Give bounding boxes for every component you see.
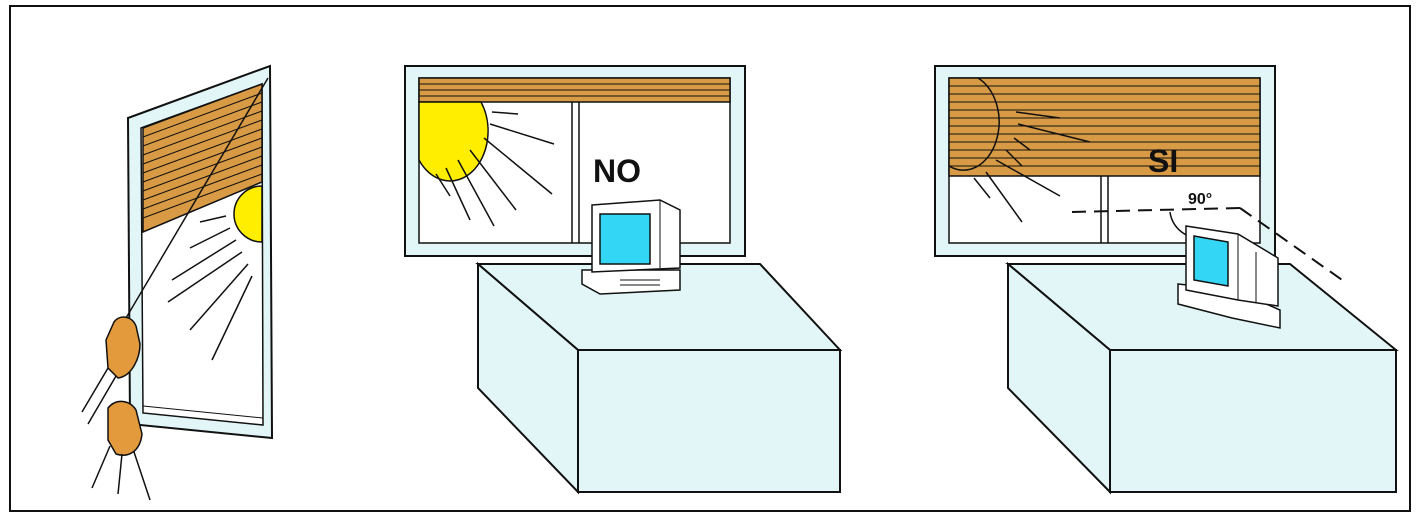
blind-icon	[142, 82, 263, 234]
panel-adjust-blind	[81, 64, 274, 501]
computer-monitor-icon	[581, 199, 681, 295]
blind-icon	[418, 77, 731, 103]
desk-icon	[475, 261, 843, 495]
sun-icon	[948, 77, 1091, 223]
blind-icon	[948, 77, 1261, 177]
panel-correct-placement: SI 90°	[934, 65, 1399, 495]
desk-icon	[1005, 261, 1399, 495]
sun-icon	[167, 185, 263, 361]
computer-monitor-icon	[1177, 225, 1281, 329]
panel-wrong-placement: NO	[404, 65, 843, 495]
hand-icon	[81, 316, 151, 501]
angle-label: 90°	[1188, 191, 1212, 208]
verdict-label-si: SI	[1148, 143, 1178, 179]
verdict-label-no: NO	[593, 153, 641, 189]
sun-icon	[418, 101, 555, 227]
blind-cord	[125, 77, 269, 319]
